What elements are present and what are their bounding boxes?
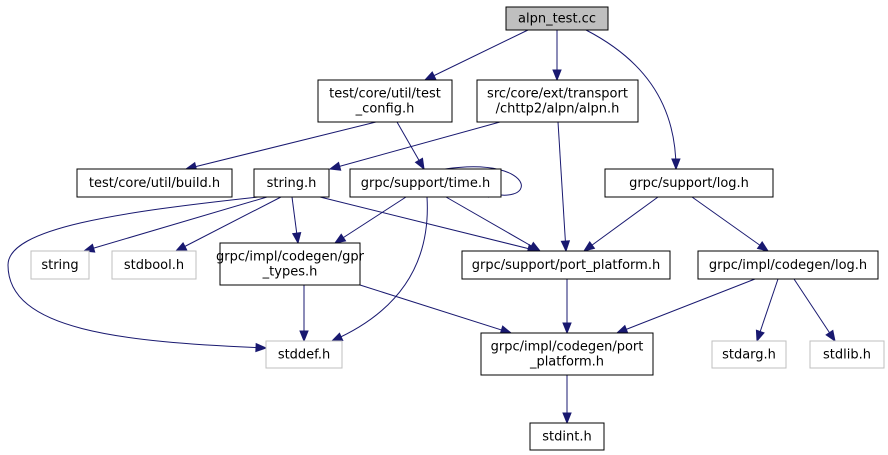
node-label: grpc/support/time.h <box>361 176 490 191</box>
arrowhead-alpn_test-to-log_h <box>671 158 681 171</box>
arrowhead-time_h-to-stddef <box>330 332 344 342</box>
arrowhead-test_config-to-time_h <box>414 157 425 171</box>
node-label: test/core/util/build.h <box>89 176 220 191</box>
edge-alpn_test-to-test_config <box>424 29 529 81</box>
edge-test_config-to-build_h <box>185 121 377 170</box>
node-label: _platform.h <box>529 355 604 370</box>
node-port_platform[interactable]: grpc/support/port_platform.h <box>461 250 671 280</box>
node-label: _config.h <box>355 102 415 117</box>
node-stdbool: stdbool.h <box>111 250 197 280</box>
node-box <box>349 168 502 198</box>
node-label: stddef.h <box>278 348 330 363</box>
node-label: src/core/ext/transport <box>487 87 628 102</box>
node-string_h[interactable]: string.h <box>253 168 330 198</box>
edge-codegen_log-to-stdlib <box>793 278 836 342</box>
edge-string_h-to-port_platform <box>319 196 539 252</box>
arrowhead-alpn_h-to-port_platform <box>560 240 571 253</box>
node-box <box>219 242 361 286</box>
node-label: alpn_test.cc <box>518 12 596 27</box>
node-box <box>697 250 879 280</box>
edge-alpn_h-to-string_h <box>329 121 501 170</box>
node-build_h[interactable]: test/core/util/build.h <box>76 168 233 198</box>
arrowhead-time_h-to-port_platform <box>528 241 542 252</box>
arrowhead-string_h-to-gpr_types <box>291 231 302 245</box>
node-time_h[interactable]: grpc/support/time.h <box>349 168 502 198</box>
arrowhead-codegen_log-to-codegen_port <box>615 324 629 334</box>
edge-alpn_h-to-port_platform <box>557 121 567 252</box>
node-gpr_types[interactable]: grpc/impl/codegen/gpr_types.h <box>216 242 365 286</box>
node-box <box>111 250 197 280</box>
node-label: grpc/impl/codegen/gpr <box>216 250 365 265</box>
node-box <box>505 6 609 31</box>
arrowhead-alpn_h-to-string_h <box>328 161 342 171</box>
node-label: grpc/support/port_platform.h <box>472 258 660 273</box>
edge-time_h-to-port_platform <box>445 196 541 252</box>
node-box <box>480 332 654 376</box>
node-box <box>317 79 453 123</box>
arrowhead-log_h-to-port_platform <box>582 240 596 252</box>
arrowhead-port_platform-to-codegen_port <box>562 322 572 335</box>
node-label: grpc/support/log.h <box>629 176 749 191</box>
edge-string_h-to-stddef <box>7 196 267 349</box>
edge-time_h-to-stddef <box>331 196 428 342</box>
node-box <box>529 422 605 451</box>
node-box <box>461 250 671 280</box>
edge-log_h-to-codegen_log <box>691 196 769 252</box>
node-box <box>809 340 885 369</box>
node-string_sys: string <box>30 250 90 280</box>
arrowhead-codegen_log-to-stdlib <box>825 329 836 343</box>
node-alpn_h[interactable]: src/core/ext/transport/chttp2/alpn/alpn.… <box>476 79 639 123</box>
node-box <box>253 168 330 198</box>
edge-time_h-to-gpr_types <box>334 196 407 244</box>
edge-codegen_log-to-stdarg <box>756 278 779 342</box>
node-label: /chttp2/alpn/alpn.h <box>496 102 620 117</box>
node-label: stdbool.h <box>124 258 184 273</box>
node-test_config[interactable]: test/core/util/test_config.h <box>317 79 453 123</box>
node-label: string.h <box>267 176 317 191</box>
node-alpn_test[interactable]: alpn_test.cc <box>505 6 609 31</box>
arrowhead-codegen_log-to-stdarg <box>755 329 765 343</box>
arrowhead-string_h-to-stdbool <box>174 241 188 252</box>
arrowhead-codegen_port-to-stdint <box>562 412 572 425</box>
node-label: _types.h <box>262 265 318 280</box>
arrowhead-gpr_types-to-stddef <box>299 330 309 343</box>
node-label: test/core/util/test <box>329 87 441 102</box>
edge-log_h-to-port_platform <box>583 196 659 252</box>
node-box <box>265 340 343 369</box>
node-label: stdlib.h <box>823 348 871 363</box>
edge-alpn_test-to-log_h <box>585 29 677 170</box>
node-log_h[interactable]: grpc/support/log.h <box>604 168 774 198</box>
node-stdint[interactable]: stdint.h <box>529 422 605 451</box>
arrowhead-string_h-to-stddef <box>255 342 268 353</box>
node-box <box>476 79 639 123</box>
node-label: stdarg.h <box>722 348 776 363</box>
node-stdlib: stdlib.h <box>809 340 885 369</box>
node-box <box>604 168 774 198</box>
node-stdarg: stdarg.h <box>711 340 787 369</box>
node-codegen_log[interactable]: grpc/impl/codegen/log.h <box>697 250 879 280</box>
node-label: grpc/impl/codegen/log.h <box>709 258 867 273</box>
node-box <box>76 168 233 198</box>
arrowhead-log_h-to-codegen_log <box>756 241 770 252</box>
arrowhead-alpn_test-to-alpn_h <box>552 69 562 82</box>
edge-codegen_log-to-codegen_port <box>616 278 756 334</box>
node-stddef: stddef.h <box>265 340 343 369</box>
nodes-layer: alpn_test.cc test/core/util/test_config.h… <box>30 6 885 451</box>
node-label: stdint.h <box>542 430 591 445</box>
node-label: grpc/impl/codegen/port <box>491 340 644 355</box>
node-box <box>30 250 90 280</box>
node-box <box>711 340 787 369</box>
node-codegen_port[interactable]: grpc/impl/codegen/port_platform.h <box>480 332 654 376</box>
edge-gpr_types-to-codegen_port <box>359 284 512 334</box>
edge-string_h-to-string_sys <box>83 196 268 252</box>
arrowhead-time_h-to-gpr_types <box>333 233 347 244</box>
arrowhead-alpn_test-to-test_config <box>423 71 437 81</box>
edge-string_h-to-stdbool <box>175 196 282 252</box>
node-label: string <box>41 258 78 273</box>
